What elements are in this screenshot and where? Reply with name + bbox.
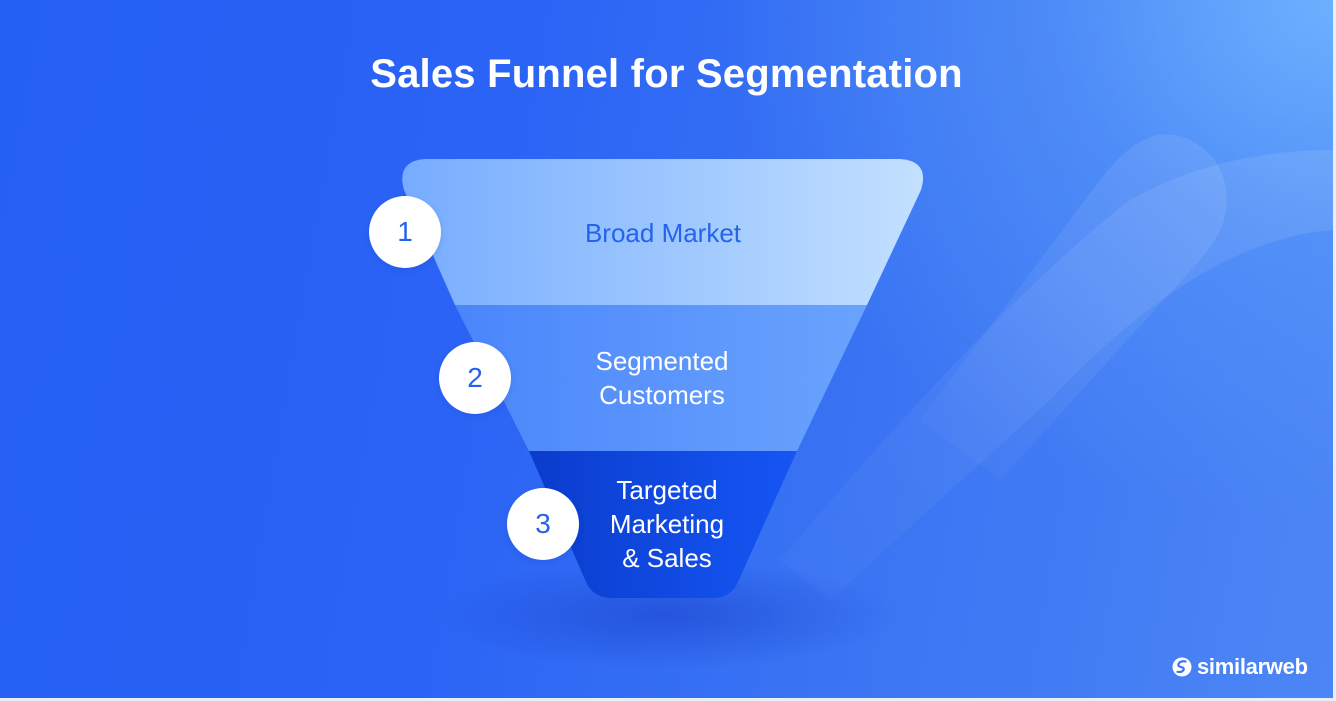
stage-2-label-line-1: Segmented bbox=[595, 346, 729, 376]
stage-3-label-line-1: Targeted bbox=[616, 475, 718, 505]
stage-2-label-line-2: Customers bbox=[599, 380, 725, 410]
stage-3-label: Targeted Marketing & Sales bbox=[610, 473, 724, 575]
stage-2-label: Segmented Customers bbox=[596, 344, 729, 412]
similarweb-logo-icon bbox=[1172, 657, 1192, 677]
step-3-number: 3 bbox=[535, 508, 551, 539]
stage-3-label-line-3: & Sales bbox=[622, 543, 712, 573]
funnel-band-2 bbox=[455, 305, 867, 451]
stage-3-label-line-2: Marketing bbox=[609, 509, 725, 539]
step-3-badge: 3 bbox=[507, 488, 579, 560]
step-1-badge: 1 bbox=[369, 196, 441, 268]
stage-1-label-line: Broad Market bbox=[584, 218, 742, 248]
funnel-band-3 bbox=[529, 451, 797, 598]
stage-1-label: Broad Market bbox=[585, 216, 741, 250]
step-1-number: 1 bbox=[397, 216, 413, 247]
funnel-band-1 bbox=[402, 159, 924, 305]
similarweb-logo: similarweb bbox=[1172, 654, 1308, 680]
step-2-badge: 2 bbox=[439, 342, 511, 414]
slide-title: Sales Funnel for Segmentation bbox=[370, 52, 963, 96]
step-2-number: 2 bbox=[467, 362, 483, 393]
logo-text: similarweb bbox=[1197, 654, 1308, 679]
